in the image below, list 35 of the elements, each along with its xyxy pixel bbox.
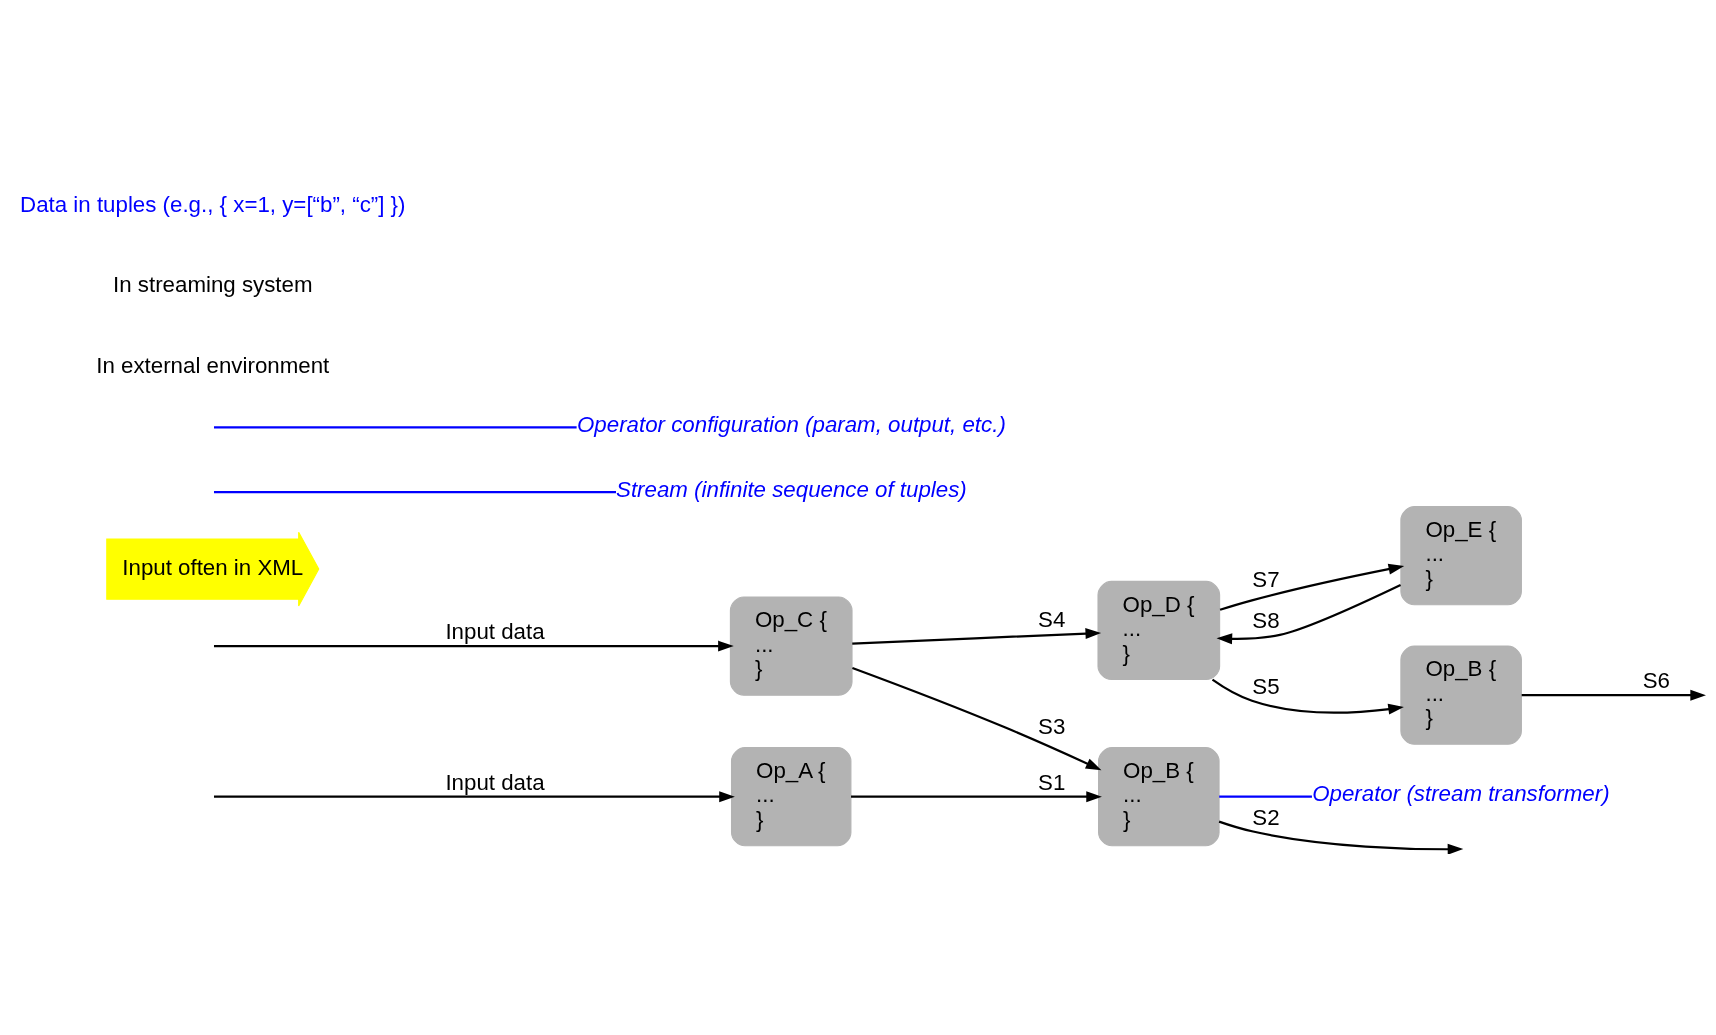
- node-box: Op_B { ... }: [1400, 645, 1522, 745]
- arrow: [214, 790, 735, 802]
- arrow: [1218, 820, 1464, 854]
- node-text: Operator configuration (param, output, etc.): [577, 411, 1006, 437]
- node-text: Stream (infinite sequence of tuples): [616, 476, 967, 502]
- arrow: [852, 627, 1102, 645]
- label: In streaming system: [113, 271, 313, 297]
- edge-label: Input data: [445, 618, 545, 644]
- node-box: Op_D { ... }: [1097, 580, 1221, 680]
- edge-label: S2: [1252, 804, 1280, 830]
- node-box: Op_B { ... }: [1098, 746, 1220, 846]
- label: Data in tuples (e.g., { x=1, y=[“b”, “c”] }): [20, 191, 406, 217]
- node-box: Op_E { ... }: [1400, 505, 1522, 605]
- edge-label: Input data: [445, 769, 545, 795]
- arrow: [852, 666, 1102, 770]
- node-box: Op_C { ... }: [729, 595, 853, 696]
- edge-label: S3: [1038, 713, 1066, 739]
- edge-label: S8: [1252, 607, 1280, 633]
- arrow: [1521, 689, 1706, 701]
- edge-label: S6: [1642, 667, 1671, 693]
- connector: [1219, 795, 1312, 798]
- edge-label: S4: [1038, 606, 1066, 632]
- edge-label: S1: [1038, 769, 1066, 795]
- arrow: [1216, 583, 1402, 644]
- connector: [214, 490, 616, 493]
- arrow: [1219, 563, 1405, 611]
- connector: [214, 425, 577, 429]
- node-box: Op_A { ... }: [730, 746, 852, 846]
- edge-label: S7: [1252, 566, 1280, 592]
- arrow: [851, 790, 1102, 802]
- node-text: Operator (stream transformer): [1312, 780, 1610, 806]
- label: In external environment: [96, 352, 330, 378]
- edge-label: S5: [1252, 673, 1280, 699]
- arrow: [214, 640, 734, 652]
- arrow: [1211, 678, 1404, 715]
